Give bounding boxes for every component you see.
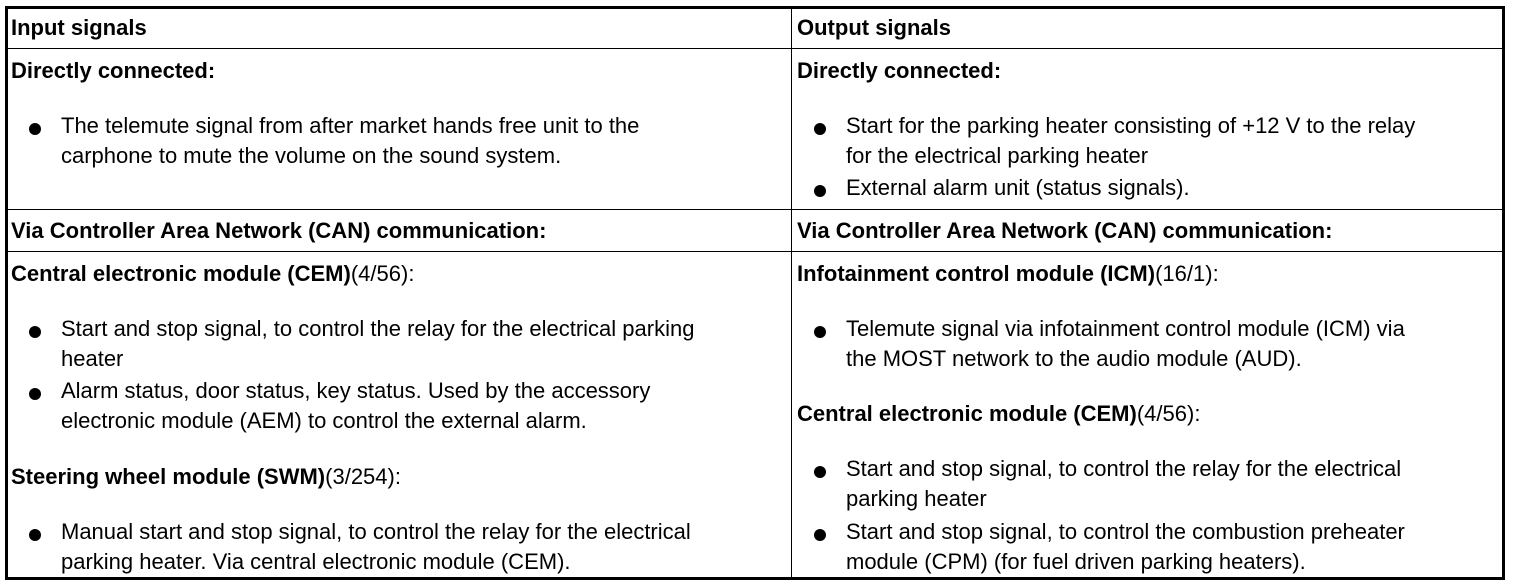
bullet-icon [814,466,826,478]
bullet-icon [814,326,826,338]
output-icm-heading: Infotainment control module (ICM)(16/1): [797,261,1219,286]
input-direct-heading: Directly connected: [11,58,216,83]
can-row-divider [8,251,1502,252]
bullet-icon [29,388,41,400]
output-direct-bullet-2-line-1: External alarm unit (status signals). [846,175,1190,200]
output-cem-bullet-1-line-1: Start and stop signal, to control the re… [846,456,1402,481]
output-cem-bullet-2-line-2: module (CPM) (for fuel driven parking he… [846,549,1306,574]
input-direct-bullet-1-line-2: carphone to mute the volume on the sound… [61,143,562,168]
input-cem-bullet-1-line-2: heater [61,346,124,371]
direct-row-divider [8,209,1502,210]
output-cem-bullet-2-line-1: Start and stop signal, to control the co… [846,519,1405,544]
output-direct-bullet-1-line-1: Start for the parking heater consisting … [846,113,1416,138]
header-row-divider [8,48,1502,49]
output-can-heading: Via Controller Area Network (CAN) commun… [797,218,1333,243]
input-signals-header: Input signals [11,15,147,40]
input-swm-bullet-1-line-2: parking heater. Via central electronic m… [61,549,571,574]
bullet-icon [814,185,826,197]
output-cem-bullet-1-line-2: parking heater [846,486,987,511]
input-direct-bullet-1-line-1: The telemute signal from after market ha… [61,113,640,138]
bullet-icon [814,123,826,135]
input-can-heading: Via Controller Area Network (CAN) commun… [11,218,547,243]
input-cem-bullet-2-line-2: electronic module (AEM) to control the e… [61,408,587,433]
input-cem-bullet-1-line-1: Start and stop signal, to control the re… [61,316,695,341]
output-direct-heading: Directly connected: [797,58,1002,83]
column-divider [791,9,792,577]
bullet-icon [29,529,41,541]
bullet-icon [29,123,41,135]
input-swm-bullet-1-line-1: Manual start and stop signal, to control… [61,519,691,544]
input-swm-heading: Steering wheel module (SWM)(3/254): [11,464,401,489]
input-cem-heading: Central electronic module (CEM)(4/56): [11,261,415,286]
bullet-icon [29,326,41,338]
output-icm-bullet-1-line-2: the MOST network to the audio module (AU… [846,346,1302,371]
bullet-icon [814,529,826,541]
output-icm-bullet-1-line-1: Telemute signal via infotainment control… [846,316,1405,341]
output-cem-heading: Central electronic module (CEM)(4/56): [797,401,1201,426]
output-signals-header: Output signals [797,15,951,40]
output-direct-bullet-1-line-2: for the electrical parking heater [846,143,1149,168]
signals-table: Input signals Output signals Directly co… [5,6,1505,580]
input-cem-bullet-2-line-1: Alarm status, door status, key status. U… [61,378,651,403]
